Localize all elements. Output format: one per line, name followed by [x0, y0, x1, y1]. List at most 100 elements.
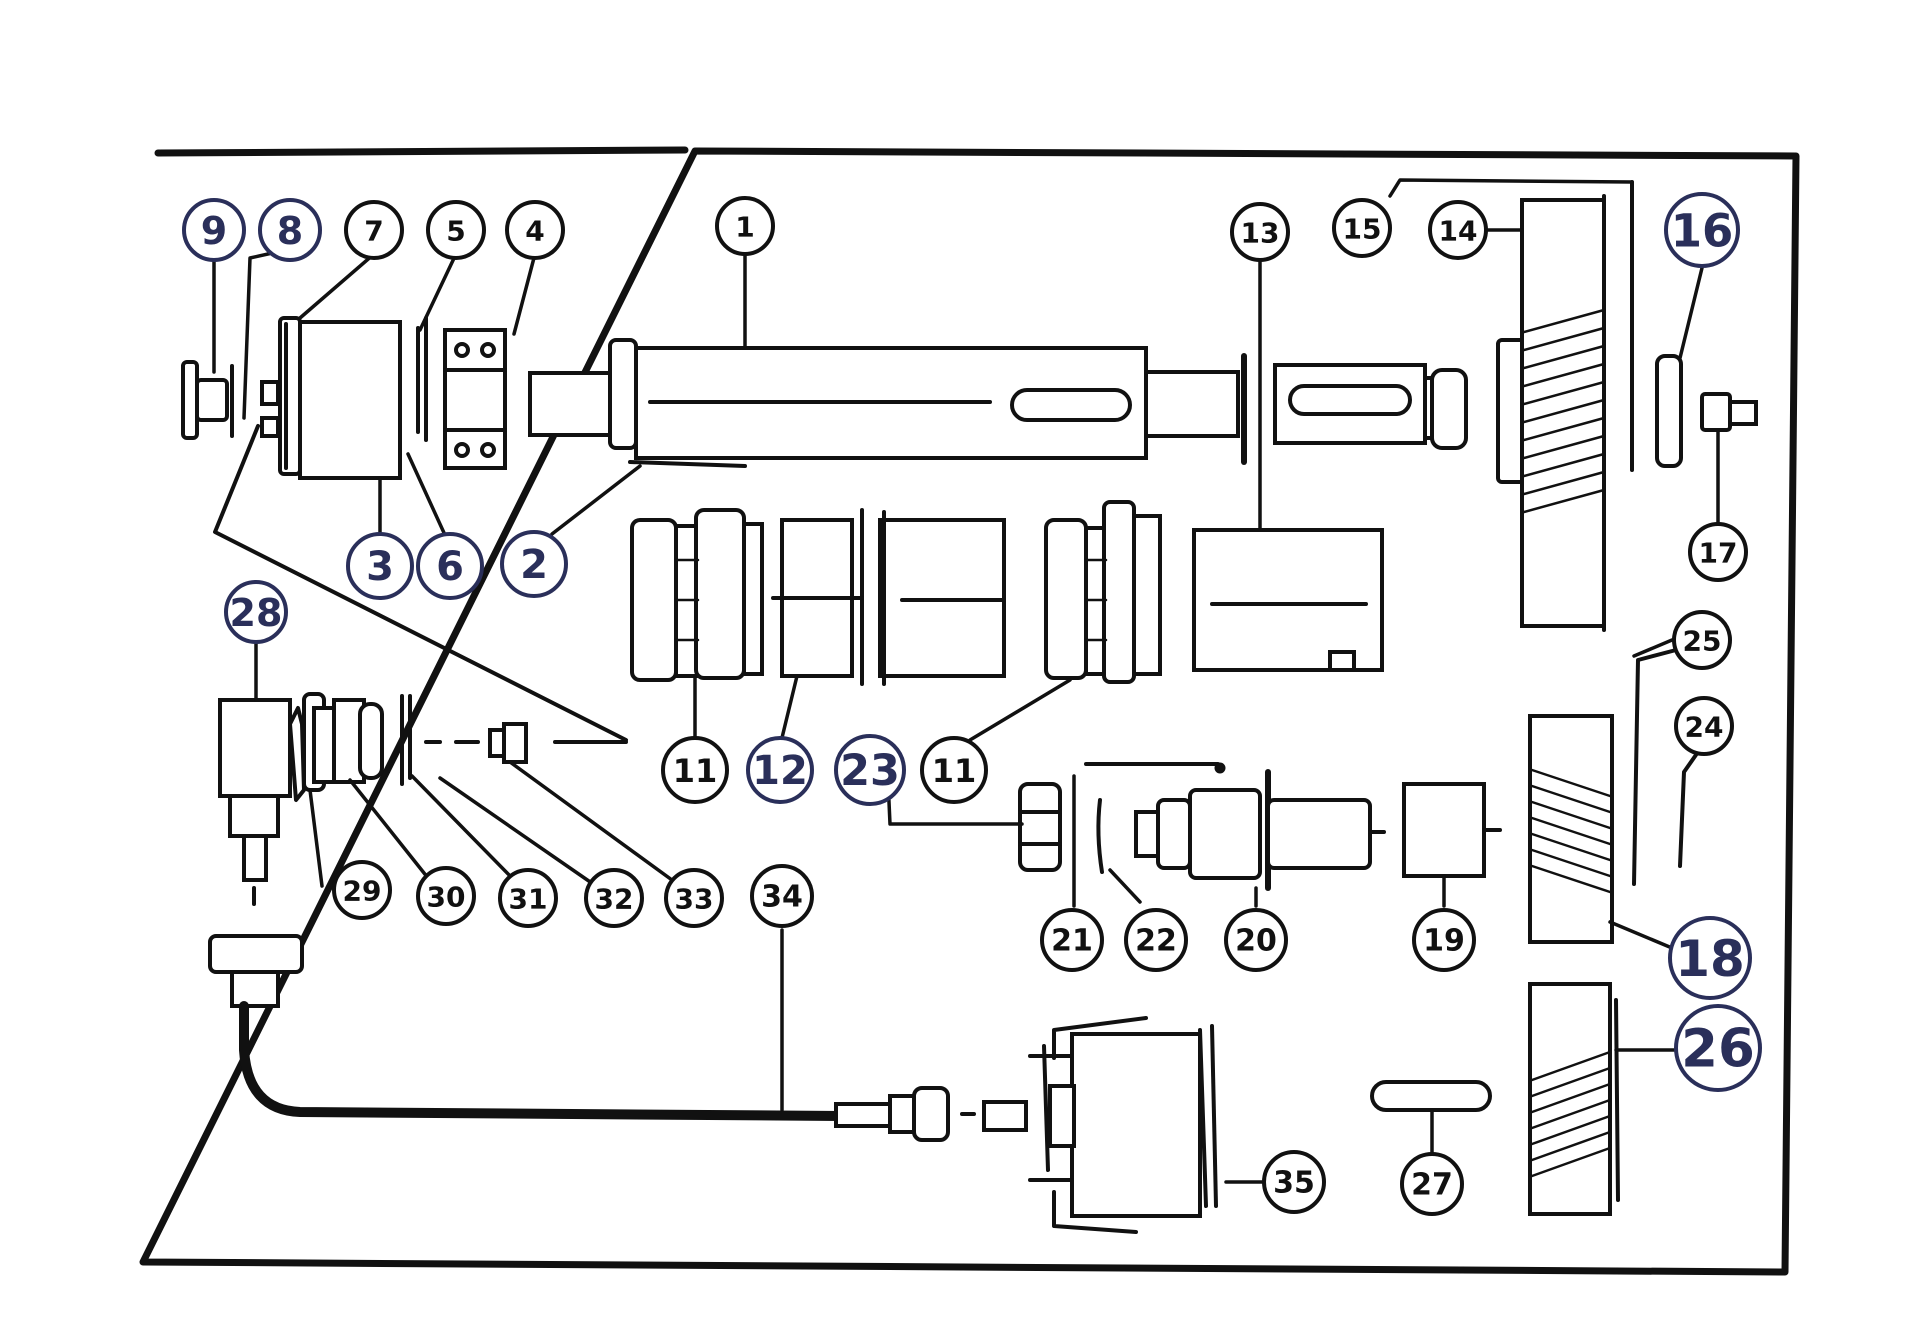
- callout-circle: [834, 734, 906, 806]
- callout-c1: 1: [715, 196, 775, 256]
- part-25-rod: [1632, 648, 1678, 886]
- callout-label: 24: [1685, 711, 1724, 744]
- part-22-clip: [1096, 798, 1104, 874]
- callout-c9: 9: [182, 198, 246, 262]
- callout-c25: 25: [1672, 610, 1732, 670]
- callout-label: 22: [1135, 924, 1177, 959]
- part-24-rod: [1678, 750, 1700, 868]
- callout-circle: [746, 736, 814, 804]
- callout-c7: 7: [344, 200, 404, 260]
- callout-label: 13: [1241, 217, 1280, 250]
- callout-label: 17: [1699, 537, 1738, 570]
- part-21-washer: [1084, 762, 1226, 774]
- callout-label: 23: [840, 746, 900, 796]
- part-34-cable: [208, 886, 976, 1142]
- callout-label: 8: [277, 209, 303, 253]
- callout-label: 18: [1675, 930, 1745, 988]
- callout-circle: [1668, 916, 1752, 1000]
- callout-c27: 27: [1400, 1152, 1464, 1216]
- callout-circle: [1674, 696, 1734, 756]
- callout-label: 12: [752, 748, 808, 794]
- part-18-gear: [1528, 714, 1614, 944]
- callout-label: 35: [1273, 1166, 1315, 1201]
- callout-label: 3: [366, 544, 394, 590]
- callout-c5: 5: [426, 200, 486, 260]
- callout-label: 27: [1411, 1168, 1453, 1203]
- part-28-switch-body: [218, 698, 306, 882]
- callout-c20: 20: [1224, 908, 1288, 972]
- callout-circle: [1332, 198, 1392, 258]
- callout-circle: [1224, 908, 1288, 972]
- callout-circle: [1672, 610, 1732, 670]
- callout-c33: 33: [664, 868, 724, 928]
- callout-label: 6: [436, 544, 464, 590]
- part-8-spacer: [260, 380, 280, 438]
- callout-circle: [1230, 202, 1290, 262]
- part-14-gear: [1496, 194, 1606, 632]
- part-11-pulley-right: [1044, 500, 1162, 684]
- part-27-key: [1370, 1080, 1492, 1112]
- callout-c21: 21: [1040, 908, 1104, 972]
- part-29-ring: [302, 692, 336, 792]
- callout-circle: [332, 860, 392, 920]
- callout-c3: 3: [346, 532, 414, 600]
- callout-label: 9: [201, 209, 227, 253]
- callout-label: 33: [675, 883, 714, 916]
- callout-circle: [920, 736, 988, 804]
- callout-c18: 18: [1668, 916, 1752, 1000]
- callout-circle: [584, 868, 644, 928]
- callout-c31: 31: [498, 868, 558, 928]
- callout-c17: 17: [1688, 522, 1748, 582]
- part-12-sleeve: [771, 508, 1006, 686]
- callout-label: 32: [595, 883, 634, 916]
- callout-label: 14: [1439, 215, 1478, 248]
- callout-circle: [344, 200, 404, 260]
- callout-c8: 8: [258, 198, 322, 262]
- callout-label: 5: [446, 215, 465, 248]
- callout-circle: [1262, 1150, 1326, 1214]
- callout-label: 26: [1681, 1019, 1755, 1080]
- part-26-gear: [1528, 982, 1620, 1216]
- callout-label: 15: [1343, 213, 1382, 246]
- callout-c4: 4: [505, 200, 565, 260]
- callout-c16: 16: [1664, 192, 1740, 268]
- callout-circle: [416, 866, 476, 926]
- callout-label: 16: [1671, 205, 1734, 258]
- callout-label: 25: [1683, 625, 1722, 658]
- callout-c26: 26: [1674, 1004, 1762, 1092]
- callout-circle: [182, 198, 246, 262]
- part-13-housing: [1192, 528, 1384, 672]
- callout-label: 1: [735, 211, 754, 244]
- part-31-washer: [400, 694, 412, 786]
- part-20-shaft: [1134, 769, 1386, 891]
- callout-label: 34: [761, 880, 803, 915]
- callout-c24: 24: [1674, 696, 1734, 756]
- part-32-33-pin: [424, 722, 628, 764]
- callout-c15: 15: [1332, 198, 1392, 258]
- callout-label: 21: [1051, 924, 1093, 959]
- callout-circle: [224, 580, 288, 644]
- callout-label: 7: [364, 215, 383, 248]
- callout-c19: 19: [1412, 908, 1476, 972]
- callout-circle: [750, 864, 814, 928]
- part-35-motor: [982, 1016, 1218, 1234]
- callout-c29: 29: [332, 860, 392, 920]
- callout-label: 30: [427, 881, 466, 914]
- callout-circle: [661, 736, 729, 804]
- part-16-bushing: [1655, 354, 1683, 468]
- part-9-knob: [181, 360, 234, 440]
- callout-c2: 2: [500, 530, 568, 598]
- callout-c12: 12: [746, 736, 814, 804]
- callout-circle: [426, 200, 486, 260]
- part-5-washer: [416, 316, 428, 442]
- leader-lines: [212, 178, 1720, 1184]
- part-4-bracket: [443, 328, 507, 470]
- callout-circle: [500, 530, 568, 598]
- callout-circle: [346, 532, 414, 600]
- callout-label: 31: [509, 883, 548, 916]
- part-1-main-shaft: [528, 338, 1468, 468]
- callout-circle: [1688, 522, 1748, 582]
- callout-c23: 23: [834, 734, 906, 806]
